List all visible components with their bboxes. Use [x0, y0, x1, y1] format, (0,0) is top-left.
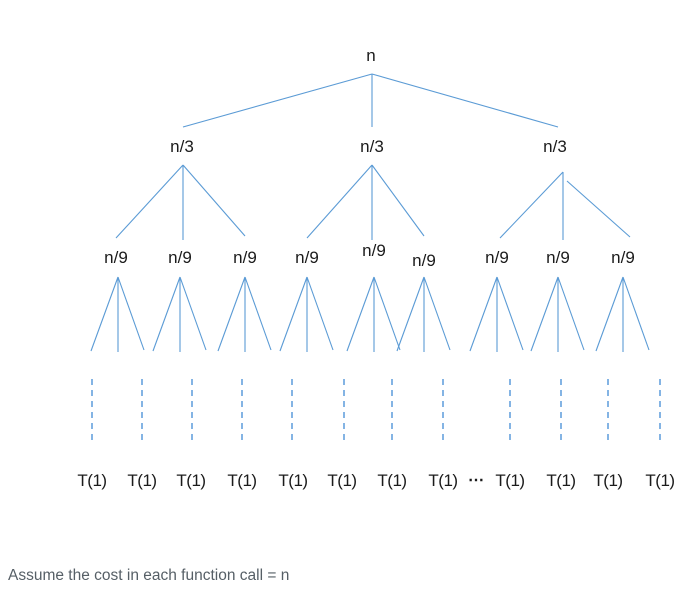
- root-branch-lines: [182, 73, 559, 128]
- leaf-label-11: T(1): [593, 471, 623, 490]
- level2-node-label-6: n/9: [412, 251, 436, 270]
- leaf-label-6: T(1): [327, 471, 357, 490]
- root-node-label: n: [366, 46, 376, 65]
- level1-node-label-2: n/3: [360, 137, 384, 156]
- leaf-ellipsis: ⋯: [468, 472, 484, 489]
- level2-node-label-3: n/9: [233, 248, 257, 267]
- leaf-label-5: T(1): [278, 471, 308, 490]
- leaf-label-4: T(1): [227, 471, 257, 490]
- level2-node-label-2: n/9: [168, 248, 192, 267]
- leaf-label-8: T(1): [428, 471, 458, 490]
- level2-node-label-7: n/9: [485, 248, 509, 267]
- level2-node-label-4: n/9: [295, 248, 319, 267]
- level2-fans: [90, 276, 650, 352]
- leaf-label-1: T(1): [77, 471, 107, 490]
- level1-fan-1: [115, 164, 246, 240]
- leaf-label-10: T(1): [546, 471, 576, 490]
- leaf-label-2: T(1): [127, 471, 157, 490]
- leaf-label-7: T(1): [377, 471, 407, 490]
- leaf-label-9: T(1): [495, 471, 525, 490]
- level1-node-label-3: n/3: [543, 137, 567, 156]
- level2-node-label-9: n/9: [611, 248, 635, 267]
- dashed-continuation-lines: [91, 379, 661, 443]
- level1-fan-3: [499, 171, 631, 240]
- level2-node-label-8: n/9: [546, 248, 570, 267]
- level2-node-label-5: n/9: [362, 241, 386, 260]
- level1-fan-2: [306, 164, 425, 240]
- level2-node-label-1: n/9: [104, 248, 128, 267]
- leaf-label-3: T(1): [176, 471, 206, 490]
- level1-node-label-1: n/3: [170, 137, 194, 156]
- caption: Assume the cost in each function call = …: [8, 567, 290, 584]
- leaf-label-12: T(1): [645, 471, 675, 490]
